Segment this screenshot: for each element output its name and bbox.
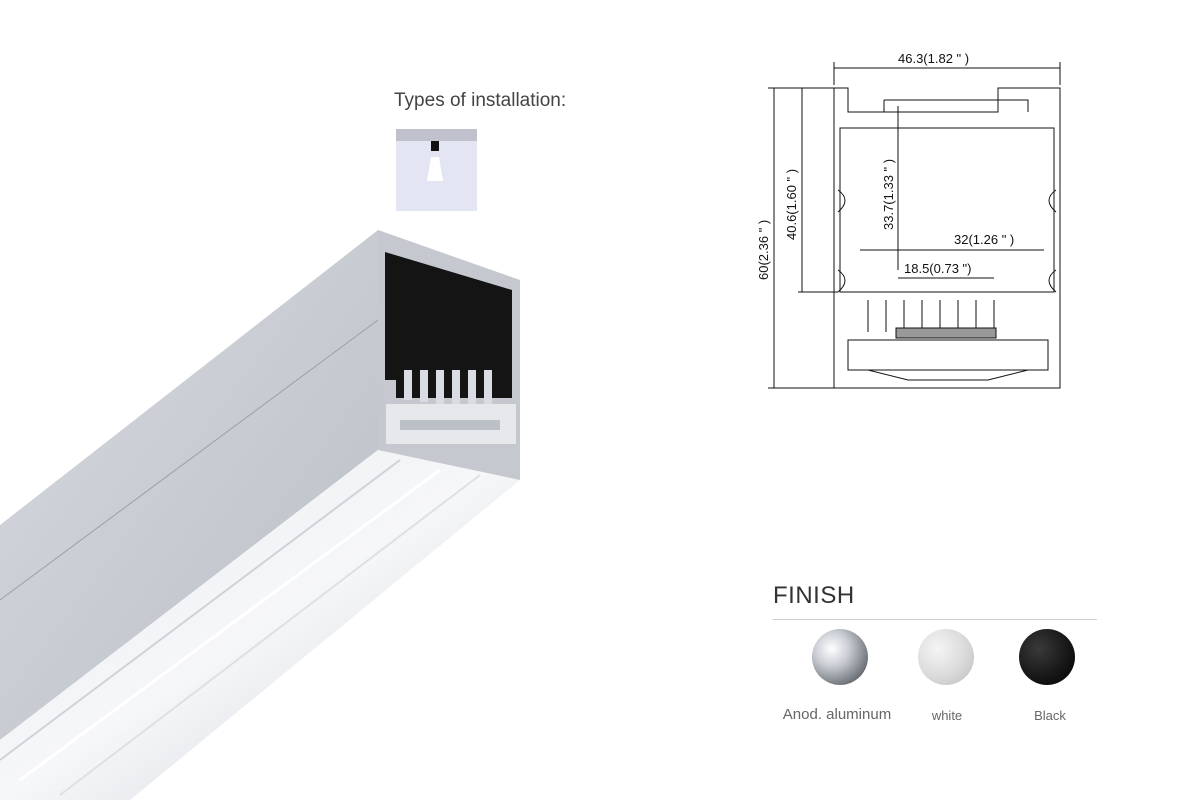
recessed-ceiling-light-icon [396, 129, 477, 211]
finish-title: FINISH [773, 582, 855, 609]
finish-divider [773, 619, 1097, 620]
black-swatch [1019, 629, 1075, 685]
white-swatch [918, 629, 974, 685]
finish-label-anodized: Anod. aluminum [782, 706, 892, 723]
finish-label-white: white [931, 708, 963, 723]
inner-height-dimension: 40.6(1.60 " ) [784, 169, 799, 240]
finish-label-black: Black [1034, 708, 1066, 723]
anodized-aluminum-swatch [812, 629, 868, 685]
channel-height-dimension: 33.7(1.33 " ) [881, 159, 896, 230]
cross-section-drawing: 46.3(1.82 " ) 32(1.26 " ) 18.5(0.73 ") 6… [748, 40, 1068, 400]
width-dimension: 46.3(1.82 " ) [898, 51, 969, 66]
pcb-width-dimension: 18.5(0.73 ") [904, 261, 972, 276]
channel-width-dimension: 32(1.26 " ) [954, 232, 1014, 247]
installation-title: Types of installation: [394, 90, 567, 111]
led-profile-render [0, 220, 560, 800]
total-height-dimension: 60(2.36 " ) [756, 220, 771, 280]
